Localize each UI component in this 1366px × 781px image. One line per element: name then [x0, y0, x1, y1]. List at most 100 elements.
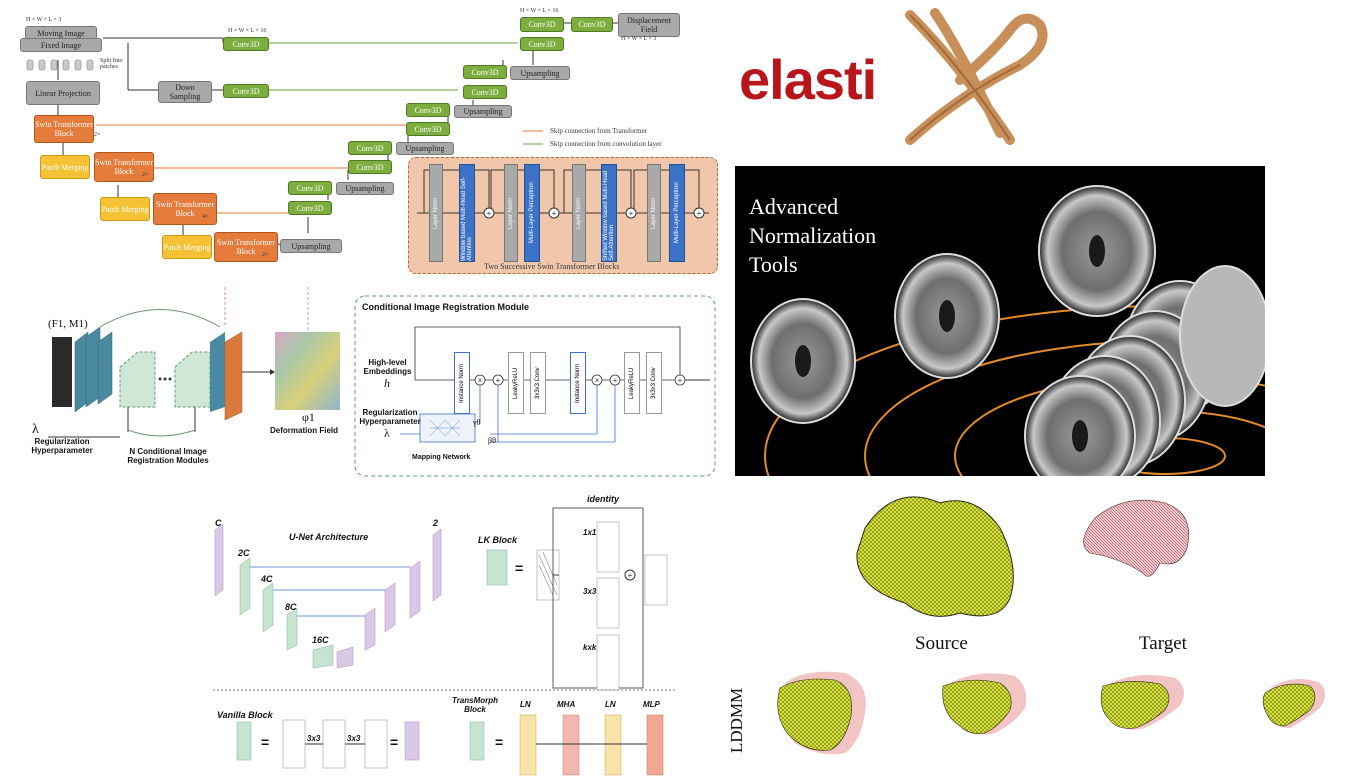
upsampling-3: Upsampling	[396, 142, 454, 155]
svg-text:+: +	[678, 376, 683, 385]
input-dims: H × W × L × 3	[26, 17, 62, 23]
kernel-kxk: kxk	[583, 643, 597, 652]
swin-ln-2: Layer Norm	[504, 164, 518, 262]
conditional-registration-diagram: ×+ ×++ (F1, M1) λ Regularization Hyperpa…	[20, 282, 720, 482]
swin-block-4: Swin Transformer Block	[214, 232, 278, 262]
ants-panel: Advanced Normalization Tools	[735, 166, 1265, 476]
tm-mlp: MLP	[643, 700, 660, 709]
vanilla-eq: =	[261, 734, 270, 750]
conv-2: 3x3x3 Conv	[646, 352, 662, 414]
tm-mha: MHA	[557, 700, 576, 709]
conv3d-12: Conv3D	[520, 37, 564, 51]
source-label: Source	[915, 633, 968, 654]
legend-skip-transformer: Skip connection from Transformer	[550, 127, 648, 135]
ants-title-line1: Advanced	[749, 194, 839, 219]
transmorph-diagram: H × W × L × 3 Moving Image Fixed Image S…	[18, 5, 720, 280]
swin-ln-3: Layer Norm	[572, 164, 586, 262]
ants-orbits	[750, 185, 1265, 476]
svg-text:+: +	[628, 571, 633, 580]
deform-label: Deformation Field	[270, 426, 339, 435]
instance-norm-1: Instance Norm	[454, 352, 470, 414]
split-patches-label: Split Into patches	[100, 58, 123, 70]
cond-reg-graphics: ×+ ×++	[48, 287, 716, 477]
conv3d-1: Conv3D	[223, 37, 269, 51]
vanilla-eq-2: =	[390, 734, 399, 750]
svg-text:×: ×	[478, 376, 483, 385]
mlp-1: Multi-Layer Perceptron	[524, 164, 540, 262]
swin-1-mult: 2×	[94, 132, 101, 138]
lk-eq: =	[515, 560, 524, 576]
reg-hyper-module-label: Regularization Hyperparameter	[359, 408, 421, 426]
legend-skip-conv: Skip connection from convolution layer	[550, 140, 662, 148]
vanilla-block-label: Vanilla Block	[217, 710, 273, 720]
svg-text:+: +	[552, 209, 557, 218]
reg-hyper-label: Regularization Hyperparameter	[31, 437, 93, 455]
upsampling-1: Upsampling	[280, 239, 342, 253]
high-level-label: High-level Embeddings	[363, 358, 412, 376]
linear-projection-block: Linear Projection	[26, 81, 100, 105]
identity-label: identity	[587, 494, 620, 504]
swin-2-mult: 2×	[142, 172, 149, 178]
leaky-relu-2: LeakyReLU	[624, 352, 640, 414]
input-pair-label: (F1, M1)	[48, 318, 88, 330]
patch-merging-2: Patch Merging	[100, 197, 150, 221]
tm-ln-2: LN	[605, 700, 616, 709]
conv3d-13: Conv3D	[571, 17, 613, 32]
tm-ln-1: LN	[520, 700, 531, 709]
n-modules-label: N Conditional Image Registration Modules	[127, 447, 209, 465]
conv3d-2: Conv3D	[223, 84, 269, 98]
unet-c: C	[215, 518, 222, 528]
kernel-3x3: 3x3	[583, 587, 597, 596]
unet-lk-diagram: + C U-Net Architecture 2 2C 4C 8C 16C LK…	[205, 490, 685, 781]
target-label: Target	[1139, 633, 1187, 654]
conv3d-7: Conv3D	[406, 103, 450, 117]
conv-top-dims: H × W × L × 16	[228, 28, 267, 34]
unet-4c: 4C	[261, 574, 273, 584]
unet-2c: 2C	[238, 548, 250, 558]
lambda-module: λ	[384, 426, 390, 440]
svg-text:+: +	[613, 376, 618, 385]
transmorph-block-label: TransMorph Block	[451, 696, 499, 714]
unet-16c: 16C	[312, 635, 329, 645]
gamma-label: γθ	[473, 418, 481, 427]
vanilla-3x3-a: 3x3	[307, 734, 321, 743]
upsampling-5: Upsampling	[510, 66, 570, 80]
svg-text:+: +	[697, 209, 702, 218]
unet-8c: 8C	[285, 602, 297, 612]
down-sampling-block: Down Sampling	[158, 81, 212, 103]
swin-block-1: Swin Transformer Block	[34, 115, 94, 143]
dims-out: H × W × L × 3	[621, 36, 657, 42]
leaky-relu-1: LeakyReLU	[508, 352, 524, 414]
lddmm-side-label: LDDMM	[727, 687, 746, 753]
conv3d-5: Conv3D	[348, 141, 392, 155]
swin-ln-1: Layer Norm	[429, 164, 443, 262]
elastix-logo-text: elasti	[739, 48, 877, 111]
swin-4-mult: 2×	[262, 252, 269, 258]
mapping-network-label: Mapping Network	[412, 454, 471, 461]
displacement-field-block: Displacement Field	[618, 13, 680, 37]
sw-msa: Shifted Window based Multi-Head Self-Att…	[601, 164, 617, 262]
rubber-band-x-icon	[905, 8, 1048, 145]
kernel-1x1: 1x1	[583, 528, 597, 537]
conv3d-8: Conv3D	[406, 122, 450, 136]
lambda-symbol: λ	[32, 422, 39, 437]
h-symbol: h	[384, 376, 390, 390]
conv3d-11: Conv3D	[520, 17, 564, 32]
w-msa: Window based Multi-Head Self-Attention	[459, 164, 475, 262]
swin-ln-4: Layer Norm	[647, 164, 661, 262]
fixed-image-block: Fixed Image	[20, 38, 102, 52]
lddmm-meshes	[777, 496, 1325, 755]
upsampling-2: Upsampling	[336, 182, 394, 195]
lddmm-panel: Source Target LDDMM	[725, 488, 1366, 781]
conv3d-9: Conv3D	[463, 65, 507, 79]
mlp-2: Multi-Layer Perceptron	[669, 164, 685, 262]
conv3d-10: Conv3D	[463, 85, 507, 99]
swin-detail-panel: ++ ++ Layer Norm Window based Multi-Head…	[408, 157, 718, 274]
swin-block-2: Swin Transformer Block	[94, 152, 154, 182]
conv-1: 3x3x3 Conv	[530, 352, 546, 414]
elastix-logo: elasti	[735, 5, 1065, 155]
svg-text:×: ×	[595, 376, 600, 385]
ants-title-line2: Normalization	[749, 223, 877, 248]
unet-title: U-Net Architecture	[289, 532, 369, 542]
beta-label: βθ	[488, 436, 496, 445]
